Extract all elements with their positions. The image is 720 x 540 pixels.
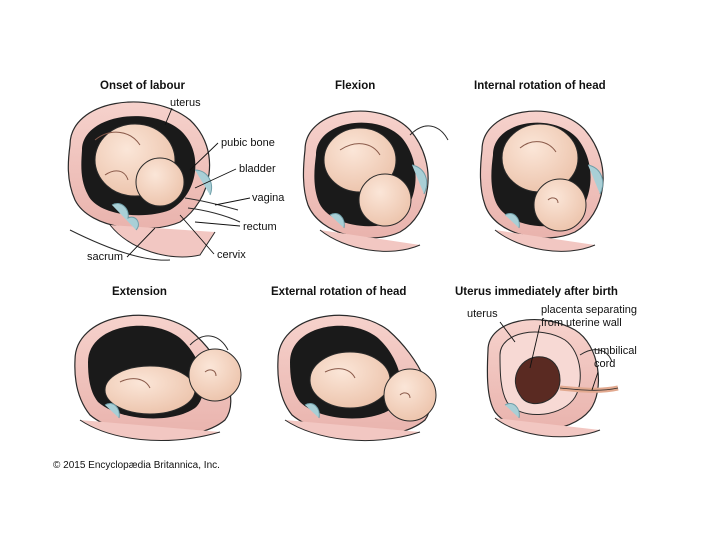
label-sacrum: sacrum <box>87 251 124 263</box>
label-uterus-after-birth: uterus <box>467 308 498 320</box>
label-pubic-bone: pubic bone <box>221 137 275 149</box>
label-uterus: uterus <box>170 97 201 109</box>
panel-internal-rotation-illustration <box>479 110 604 252</box>
panel-title-onset: Onset of labour <box>100 80 185 92</box>
label-placenta-line2: from uterine wall <box>541 317 622 329</box>
leader-lines-onset <box>126 107 251 258</box>
panel-onset-illustration <box>67 101 241 261</box>
panel-external-rotation-illustration <box>277 314 437 441</box>
panel-title-external-rotation: External rotation of head <box>271 286 407 298</box>
panel-title-after-birth: Uterus immediately after birth <box>455 286 618 298</box>
panel-title-internal-rotation: Internal rotation of head <box>474 80 606 92</box>
label-rectum: rectum <box>243 221 277 233</box>
label-placenta-line1: placenta separating <box>541 304 638 316</box>
leader-lines-after-birth <box>499 321 599 391</box>
label-vagina: vagina <box>252 192 285 204</box>
label-cervix: cervix <box>217 249 246 261</box>
label-umbilical-line2: cord <box>594 358 616 370</box>
panel-flexion-illustration <box>302 110 449 252</box>
panel-extension-illustration <box>74 314 242 441</box>
copyright-notice: © 2015 Encyclopædia Britannica, Inc. <box>53 460 220 471</box>
panel-title-extension: Extension <box>112 286 167 298</box>
panel-after-birth-illustration <box>486 319 619 438</box>
label-bladder: bladder <box>239 163 276 175</box>
label-umbilical-line1: umbilical <box>594 345 637 357</box>
panel-title-flexion: Flexion <box>335 80 376 92</box>
